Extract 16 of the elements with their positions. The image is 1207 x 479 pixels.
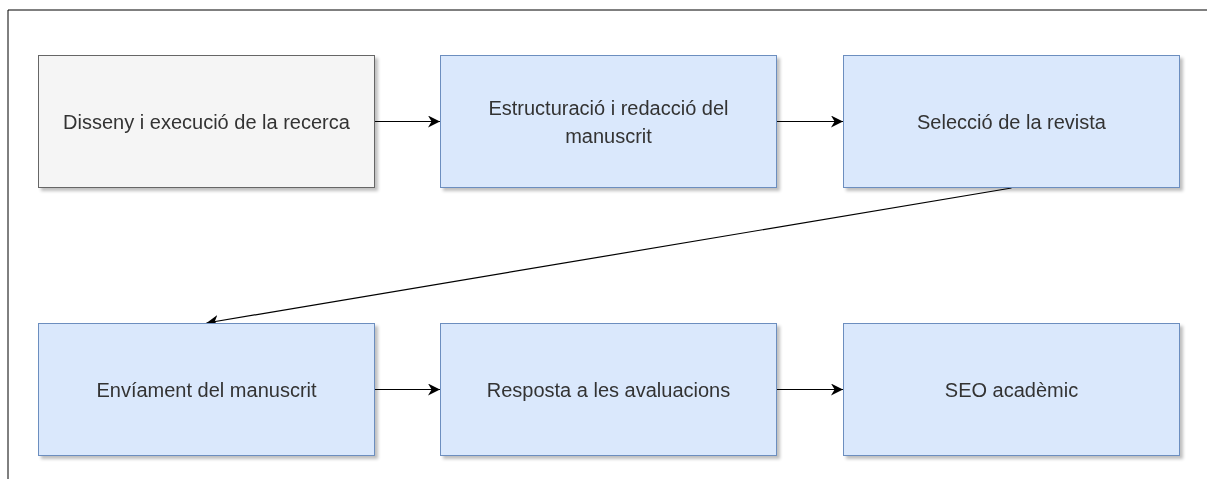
box-label: Disseny i execució de la recerca: [62, 109, 351, 135]
arrow: [776, 115, 844, 128]
process-box: [843, 55, 1180, 188]
process-box: [843, 323, 1180, 456]
box-label: SEO acadèmic: [943, 377, 1080, 403]
process-box: [38, 323, 375, 456]
box-label: Estructuració i redacció del manuscrit: [487, 95, 730, 149]
arrow: [374, 115, 441, 128]
box-label: Envíament del manuscrit: [95, 377, 318, 403]
process-box: [440, 323, 777, 456]
box-label: Selecció de la revista: [916, 109, 1107, 135]
box-label: Resposta a les avaluacions: [485, 377, 732, 403]
process-box: [38, 55, 375, 188]
process-box: [440, 55, 777, 188]
arrow: [374, 383, 441, 396]
arrow: [776, 383, 844, 396]
